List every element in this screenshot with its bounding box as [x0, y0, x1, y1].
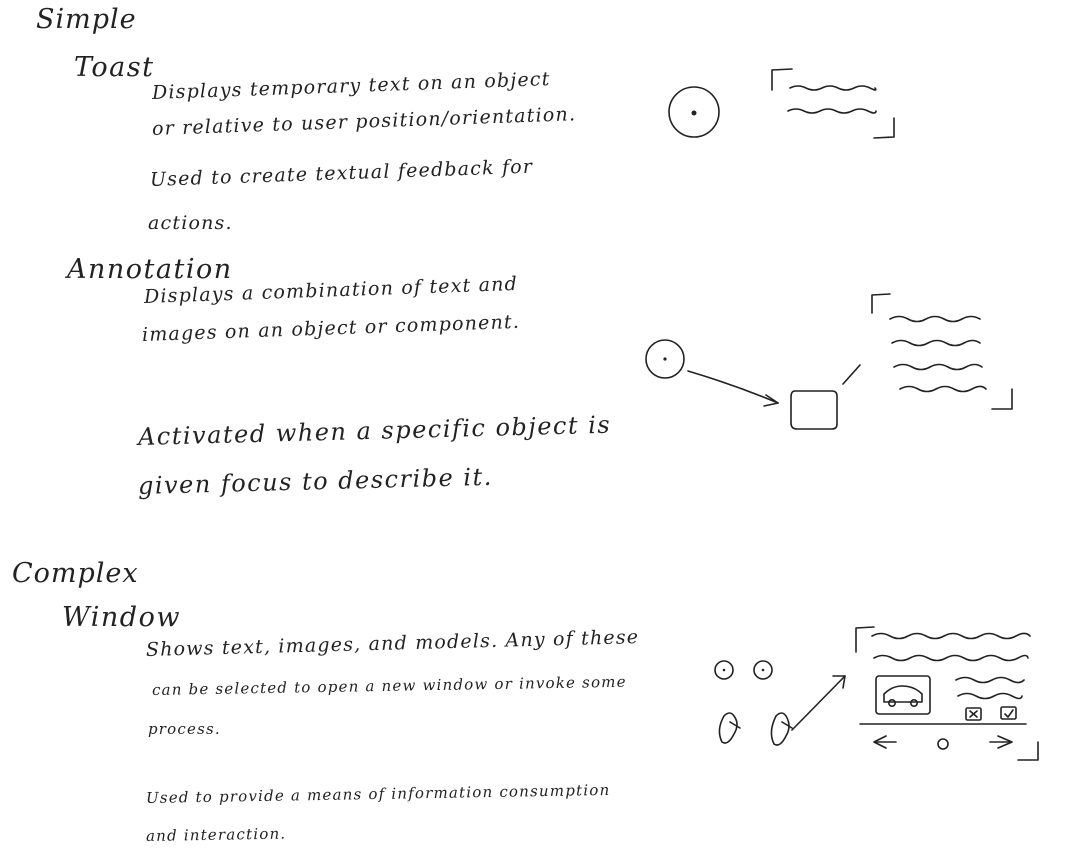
toast-desc-line-3: Used to create textual feedback for [149, 155, 534, 191]
toast-desc-line-1: Displays temporary text on an object [151, 68, 551, 104]
window-desc-line-5: and interaction. [145, 824, 287, 845]
annotation-desc-line-2: images on an object or component. [141, 310, 521, 346]
toast-desc-line-4: actions. [148, 212, 233, 234]
window-desc-line-1: Shows text, images, and models. Any of t… [145, 626, 640, 661]
annotation-desc-line-4: given focus to describe it. [137, 462, 494, 500]
annotation-heading: Annotation [67, 254, 233, 285]
annotation-desc-line-3: Activated when a specific object is [137, 410, 612, 451]
window-desc-line-2: can be selected to open a new window or … [151, 672, 627, 699]
section-heading-complex: Complex [12, 558, 139, 589]
window-desc-line-3: process. [148, 720, 221, 738]
toast-sketch-icon [668, 68, 895, 139]
window-sketch-icon [714, 626, 1039, 761]
toast-desc-line-2: or relative to user position/orientation… [151, 103, 577, 140]
window-heading: Window [62, 602, 181, 633]
toast-heading: Toast [74, 52, 155, 83]
section-heading-simple: Simple [36, 4, 137, 35]
window-desc-line-4: Used to provide a means of information c… [145, 780, 611, 807]
annotation-sketch-icon [645, 293, 1013, 430]
